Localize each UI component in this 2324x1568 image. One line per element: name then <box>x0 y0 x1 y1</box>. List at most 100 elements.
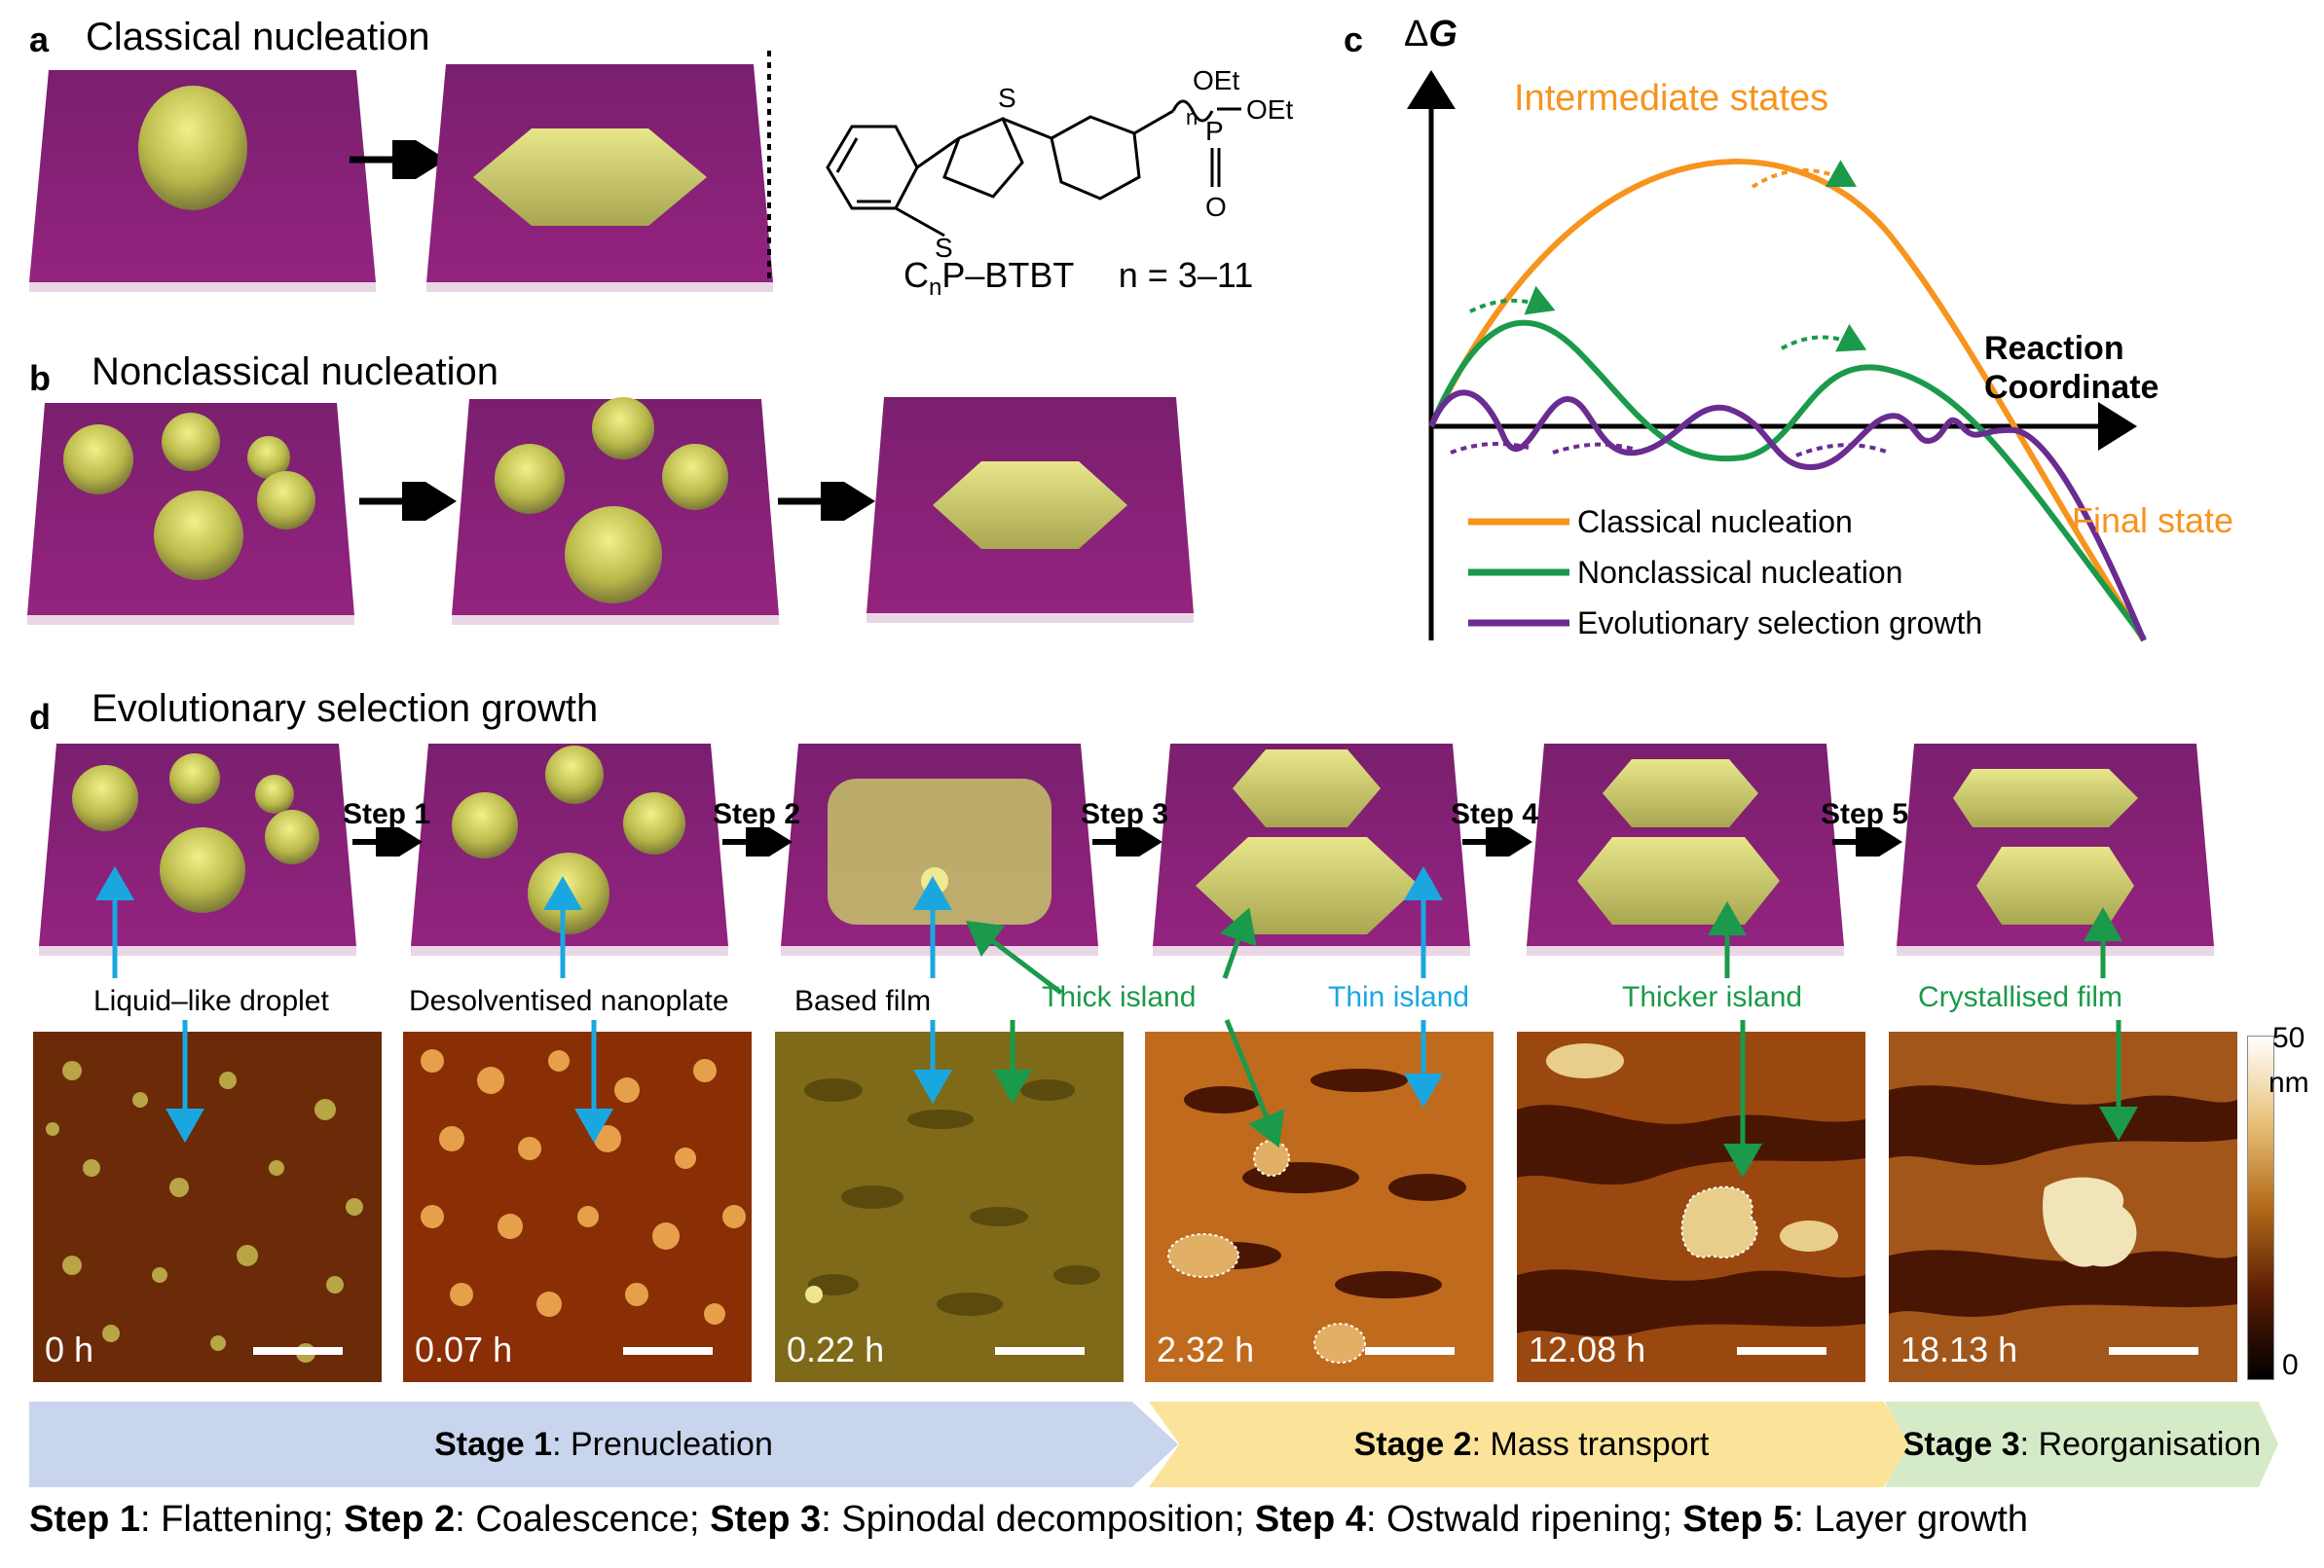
y-axis-label-var: G <box>1428 14 1457 55</box>
scale-bar <box>253 1347 343 1355</box>
legend-nonclassical: Nonclassical nucleation <box>1577 555 1903 590</box>
footer-step-5-rest: : Layer growth <box>1793 1499 2029 1540</box>
panel-b-title: Nonclassical nucleation <box>92 350 499 393</box>
scale-bar <box>623 1347 713 1355</box>
stage-2-bold: Stage 2 <box>1353 1425 1472 1463</box>
classical-droplet-illustration <box>29 70 376 292</box>
molecule-name-sub: n <box>929 274 942 302</box>
step-label-4: Step 4 <box>1451 798 1539 830</box>
molecule-name-prefix: C <box>904 255 929 295</box>
footer-step-3-rest: : Spinodal decomposition; <box>821 1499 1255 1540</box>
stage-illustration-ripening <box>1527 744 1844 956</box>
stage-illustration-coalescence <box>781 744 1098 956</box>
atom-n: n <box>1186 105 1198 129</box>
process-arrow <box>359 482 457 521</box>
atom-o: O <box>1205 192 1227 222</box>
y-axis-label: ΔG <box>1404 14 1457 55</box>
stage-3-bold: Stage 3 <box>1901 1425 2020 1463</box>
footer-step-4-rest: : Ostwald ripening; <box>1365 1499 1683 1540</box>
panel-a-title: Classical nucleation <box>86 16 430 58</box>
stage-1-segment: Stage 1: Prenucleation <box>29 1402 1178 1487</box>
x-axis-label-line1: Reaction <box>1984 330 2124 367</box>
step-label-1: Step 1 <box>343 798 431 830</box>
x-axis-label-line2: Coordinate <box>1984 369 2159 406</box>
stage-illustration-layer-growth <box>1897 744 2214 956</box>
afm-time-3: 0.22 h <box>787 1330 885 1369</box>
footer-step-2-bold: Step 2 <box>344 1499 456 1540</box>
legend-classical: Classical nucleation <box>1577 504 1853 539</box>
callout-based-film: Based film <box>794 985 932 1017</box>
classical-hexagon-illustration <box>426 64 773 292</box>
nonclassical-curve <box>1428 319 2147 640</box>
stage-illustration-flattening <box>411 744 728 956</box>
step-arrow-4 <box>1462 827 1532 857</box>
nonclassical-merging-illustration <box>452 397 779 625</box>
atom-s2: S <box>935 233 953 263</box>
callout-crystallised-film: Crystallised film <box>1918 981 2123 1013</box>
atom-p: P <box>1205 116 1224 146</box>
step-arrow-1 <box>352 827 423 857</box>
afm-time-5: 12.08 h <box>1529 1330 1646 1369</box>
afm-image-6: 18.13 h <box>1889 1032 2237 1382</box>
step-definitions: Step 1: Flattening; Step 2: Coalescence;… <box>29 1499 2028 1541</box>
colorbar-min: 0 <box>2282 1349 2299 1381</box>
atom-oet2: OEt <box>1246 94 1293 125</box>
afm-image-2: 0.07 h <box>403 1032 752 1382</box>
process-arrow <box>350 140 447 179</box>
stage-bar: Stage 1: Prenucleation Stage 2: Mass tra… <box>29 1402 2278 1487</box>
molecule-name: CnP–BTBT n = 3–11 <box>904 255 1253 302</box>
colorbar-unit: nm <box>2269 1067 2309 1099</box>
afm-time-1: 0 h <box>45 1330 94 1369</box>
scale-bar <box>1737 1347 1826 1355</box>
callout-nanoplate: Desolventised nanoplate <box>409 985 729 1017</box>
afm-time-6: 18.13 h <box>1900 1330 2018 1369</box>
footer-step-4-bold: Step 4 <box>1254 1499 1366 1540</box>
annotation-intermediate-states: Intermediate states <box>1514 78 1829 119</box>
x-axis-label: Reaction Coordinate <box>1984 329 2158 407</box>
annotation-final-state: Final state <box>2072 500 2234 540</box>
nonclassical-droplets-illustration <box>27 403 354 625</box>
cnp-btbt-structure: S S OEt P OEt O n <box>826 65 1293 263</box>
classical-curve <box>1428 159 2147 642</box>
footer-step-3-bold: Step 3 <box>710 1499 822 1540</box>
scale-bar <box>2109 1347 2198 1355</box>
stage-1-bold: Stage 1 <box>434 1425 553 1463</box>
atom-s1: S <box>998 83 1016 113</box>
colorbar <box>2247 1036 2274 1380</box>
stage-3-segment: Stage 3: Reorganisation <box>1885 1402 2278 1487</box>
afm-time-2: 0.07 h <box>415 1330 513 1369</box>
panel-d-title: Evolutionary selection growth <box>92 687 599 730</box>
colorbar-max: 50 <box>2272 1022 2306 1054</box>
afm-image-5: 12.08 h <box>1517 1032 1865 1382</box>
callout-thick-island: Thick island <box>1042 981 1197 1013</box>
stage-1-rest: : Prenucleation <box>552 1425 773 1463</box>
panel-d-letter: d <box>29 697 51 737</box>
stage-illustration-spinodal <box>1153 744 1470 956</box>
afm-image-4: 2.32 h <box>1145 1032 1494 1382</box>
nonclassical-hexagon-illustration <box>867 397 1194 623</box>
molecule-name-suffix: P–BTBT <box>941 255 1074 295</box>
footer-step-1-bold: Step 1 <box>29 1499 141 1540</box>
molecule-range: n = 3–11 <box>1118 255 1254 295</box>
scale-bar <box>995 1347 1085 1355</box>
afm-time-4: 2.32 h <box>1157 1330 1255 1369</box>
step-arrow-3 <box>1092 827 1162 857</box>
step-label-2: Step 2 <box>713 798 801 830</box>
footer-step-1-rest: : Flattening; <box>140 1499 345 1540</box>
legend-evolutionary: Evolutionary selection growth <box>1577 605 1983 640</box>
afm-image-3: 0.22 h <box>775 1032 1124 1382</box>
step-arrow-2 <box>722 827 793 857</box>
stage-illustration-droplets <box>39 744 356 956</box>
callout-thicker-island: Thicker island <box>1622 981 1803 1013</box>
stage-2-segment: Stage 2: Mass transport <box>1149 1402 1914 1487</box>
step-label-3: Step 3 <box>1081 798 1169 830</box>
footer-step-5-bold: Step 5 <box>1682 1499 1794 1540</box>
panel-a-letter: a <box>29 19 50 59</box>
process-arrow <box>778 482 875 521</box>
evolutionary-curve <box>1428 389 2147 642</box>
stage-2-rest: : Mass transport <box>1471 1425 1710 1463</box>
callout-droplet: Liquid–like droplet <box>93 985 329 1017</box>
stage-3-rest: : Reorganisation <box>2019 1425 2262 1463</box>
step-arrow-5 <box>1832 827 1902 857</box>
footer-step-2-rest: : Coalescence; <box>455 1499 711 1540</box>
